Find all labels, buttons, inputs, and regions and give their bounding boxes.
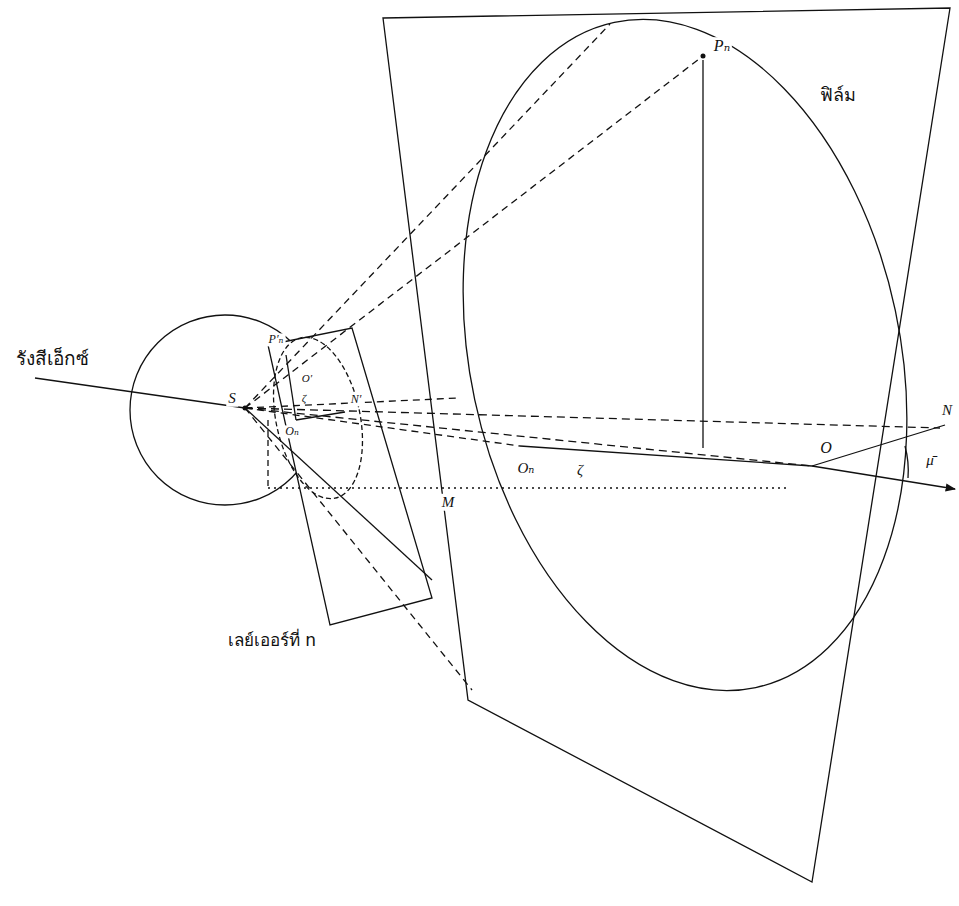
point-label: S: [226, 390, 238, 407]
m-drop: [267, 420, 268, 488]
mu-arc: [905, 446, 908, 478]
pn-point: [701, 54, 706, 59]
point-label: Oₙ: [516, 460, 537, 477]
beam-axis: [245, 408, 812, 466]
cone-line: [245, 24, 610, 408]
point-label: Oₙ: [283, 425, 301, 438]
m-distance: [268, 487, 790, 488]
point-label: P′ₙ: [267, 333, 286, 346]
angle-label: ζ: [300, 392, 308, 404]
sphere-center: [243, 406, 248, 411]
axis-label: N: [940, 402, 954, 419]
point-label: O′: [300, 372, 314, 384]
xray-beam: [35, 378, 245, 408]
cone-line: [245, 408, 432, 580]
beam-label: รังสีเอ็กซ์: [14, 348, 91, 369]
zeta-line: [520, 446, 812, 466]
layer-plane: [268, 328, 432, 625]
cone-line: [245, 56, 703, 408]
point-label: N′: [349, 393, 364, 406]
cone-line: [245, 408, 520, 446]
layer-line: [286, 355, 296, 420]
point-label: Pₙ: [712, 37, 732, 55]
angle-label: μ̄: [924, 452, 936, 469]
layer-line: [296, 412, 345, 420]
film-label: ฟิล์ม: [818, 85, 858, 105]
point-label: O: [818, 439, 834, 457]
layer-label: เลย์เออร์ที่ n: [226, 631, 318, 650]
rotation-axis: [245, 408, 940, 428]
beam-arrow: [812, 466, 955, 489]
pn-line: [702, 60, 703, 448]
film-plane: [383, 8, 950, 882]
distance-label: M: [440, 494, 457, 511]
angle-label: ζ: [575, 462, 585, 479]
film-ellipse: [404, 0, 959, 732]
